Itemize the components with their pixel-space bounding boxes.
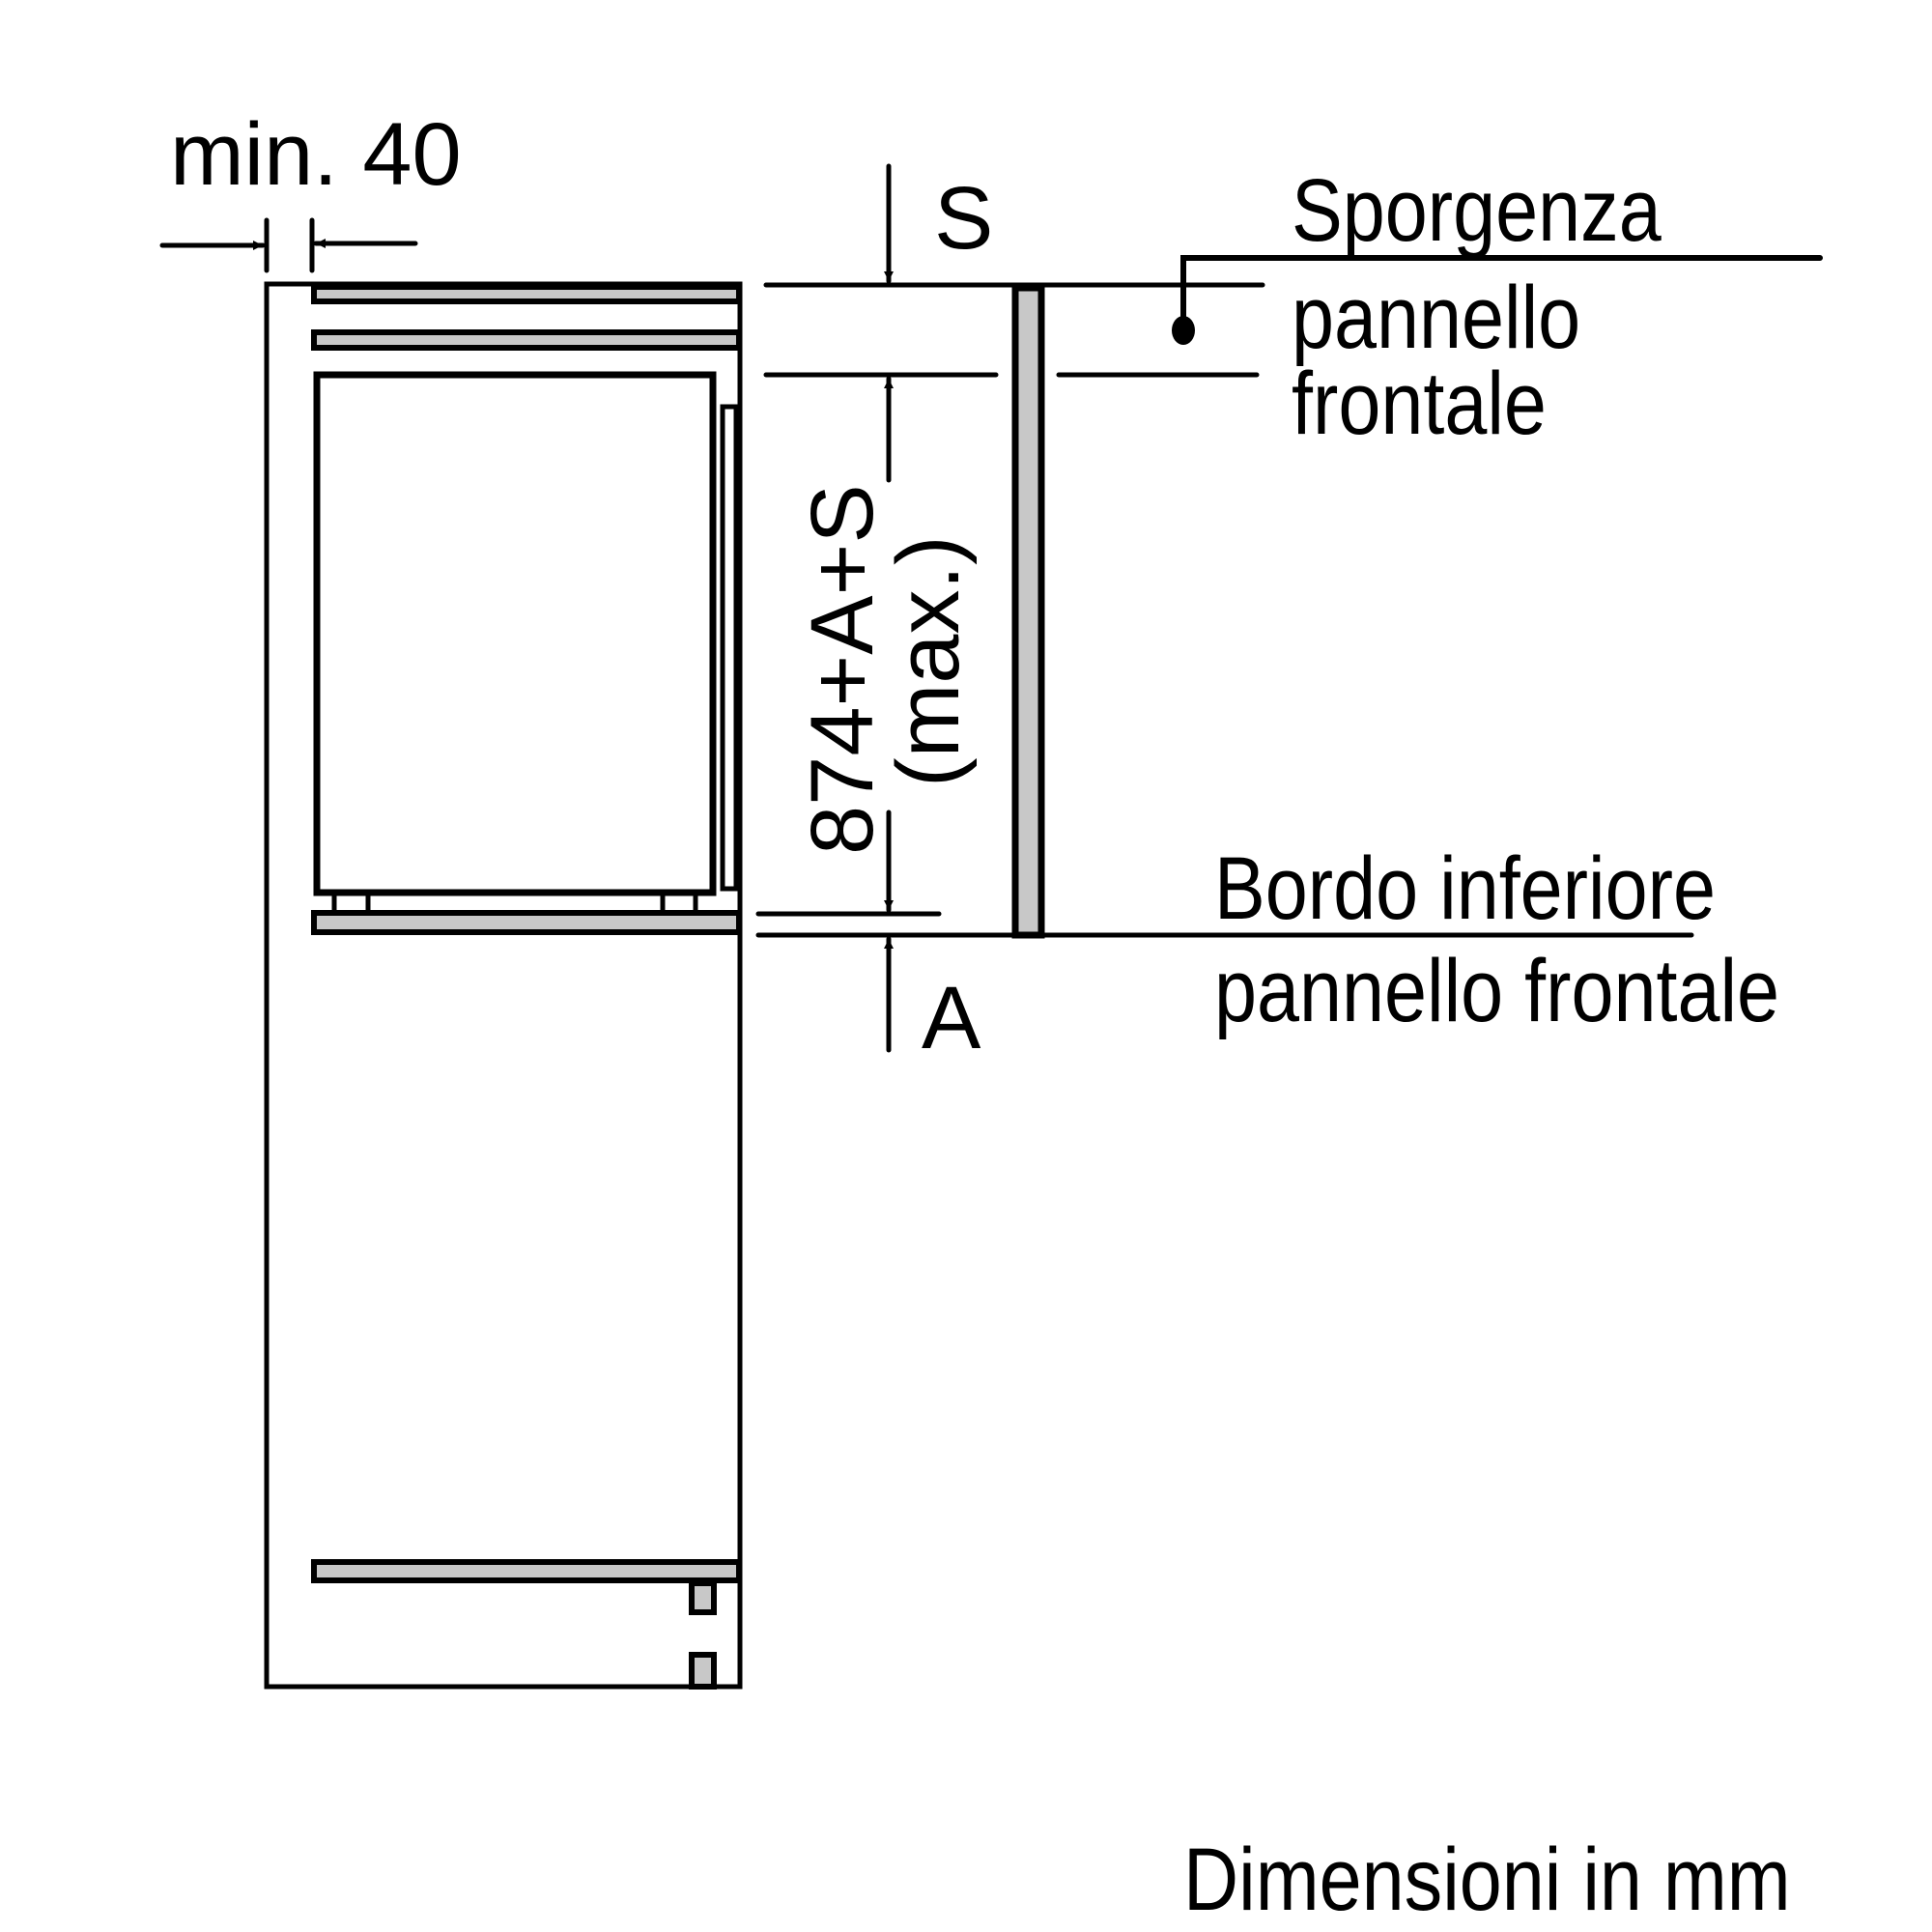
shelf-under-appliance bbox=[311, 910, 742, 935]
min-gap-dimension bbox=[159, 217, 418, 273]
bottom-edge-label-line1: Bordo inferiore bbox=[1214, 839, 1716, 938]
bottom-edge-label-line2: pannello frontale bbox=[1214, 942, 1780, 1040]
projection-label-line3: frontale bbox=[1292, 355, 1547, 453]
plinth-blocks bbox=[689, 1580, 717, 1690]
shelf-top bbox=[311, 284, 742, 304]
units-note: Dimensioni in mm bbox=[1183, 1831, 1791, 1929]
projection-leader bbox=[1172, 255, 1823, 345]
appliance-body bbox=[313, 371, 739, 912]
s-label: S bbox=[934, 169, 994, 268]
reference-lines bbox=[755, 282, 1694, 938]
min-gap-label: min. 40 bbox=[170, 105, 462, 204]
a-label: A bbox=[922, 969, 981, 1067]
shelf-second bbox=[311, 329, 742, 351]
shelf-bottom bbox=[311, 1559, 742, 1583]
projection-label-line1: Sporgenza bbox=[1292, 161, 1662, 260]
height-qualifier-label: (max.) bbox=[879, 535, 978, 787]
projection-label-line2: pannello bbox=[1292, 269, 1581, 367]
height-formula-label: 874+A+S bbox=[793, 484, 892, 855]
front-panel bbox=[1011, 284, 1045, 939]
leader-dot-icon bbox=[1172, 316, 1195, 345]
